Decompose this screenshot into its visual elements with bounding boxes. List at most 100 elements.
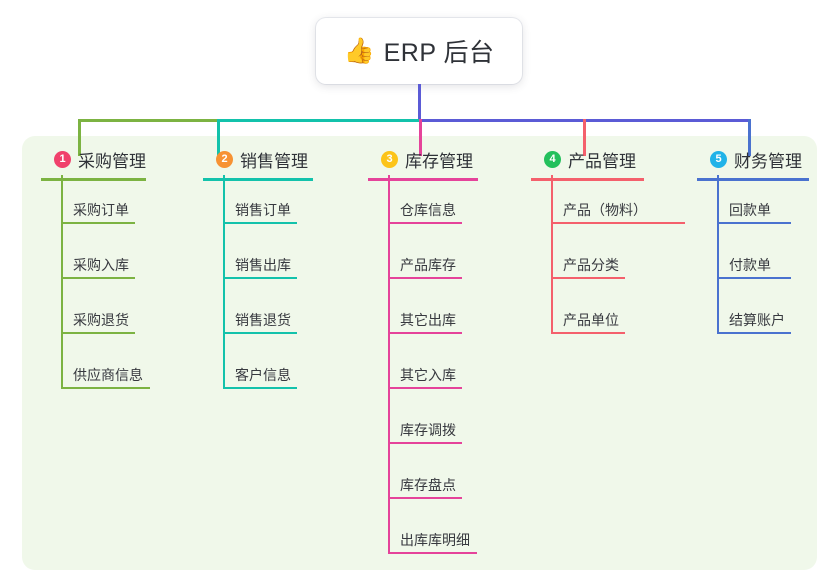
branch-item-list: 产品（物料） 产品分类产品单位 bbox=[531, 175, 685, 340]
branch-spine-line bbox=[61, 175, 63, 389]
branch-item[interactable]: 付款单 bbox=[697, 230, 802, 285]
branch-label: 产品管理 bbox=[568, 151, 636, 171]
connector-drop-3 bbox=[419, 119, 422, 156]
branch-item-label: 采购订单 bbox=[73, 202, 129, 218]
branch-item[interactable]: 销售订单 bbox=[203, 175, 308, 230]
branch-item-underline bbox=[61, 332, 135, 334]
branch-item-label: 产品单位 bbox=[563, 312, 619, 328]
branch-item[interactable]: 库存盘点 bbox=[368, 450, 473, 505]
branch-item[interactable]: 其它入库 bbox=[368, 340, 473, 395]
branch-item[interactable]: 采购订单 bbox=[41, 175, 146, 230]
connector-bar-segment-2 bbox=[217, 119, 419, 122]
branch-item-underline bbox=[388, 442, 462, 444]
branch-item[interactable]: 其它出库 bbox=[368, 285, 473, 340]
connector-drop-5 bbox=[748, 119, 751, 156]
branch-item-list: 采购订单采购入库采购退货供应商信息 bbox=[41, 175, 150, 395]
branch-item[interactable]: 产品分类 bbox=[531, 230, 636, 285]
branch-underline bbox=[368, 178, 478, 181]
branch-item-underline bbox=[717, 332, 791, 334]
branch-label: 库存管理 bbox=[405, 151, 473, 171]
branch-header-财务管理[interactable]: 5 财务管理 bbox=[697, 146, 809, 181]
branch-item-underline bbox=[61, 387, 150, 389]
branch-item-label: 采购入库 bbox=[73, 257, 129, 273]
branch-item[interactable]: 出库库明细 bbox=[368, 505, 477, 560]
branch-item-underline bbox=[223, 332, 297, 334]
connector-drop-1 bbox=[78, 119, 81, 156]
branch-item-list: 回款单付款单结算账户 bbox=[697, 175, 802, 340]
branch-label: 销售管理 bbox=[240, 151, 308, 171]
branch-item[interactable]: 仓库信息 bbox=[368, 175, 473, 230]
branch-item-label: 结算账户 bbox=[729, 312, 785, 328]
branch-underline bbox=[531, 178, 644, 181]
branch-item-label: 库存调拨 bbox=[400, 422, 456, 438]
branch-item-underline bbox=[223, 277, 297, 279]
branch-item-underline bbox=[388, 387, 462, 389]
branch-header-产品管理[interactable]: 4 产品管理 bbox=[531, 146, 644, 181]
branch-spine-line bbox=[388, 175, 390, 554]
branch-item-underline bbox=[61, 277, 135, 279]
root-node-erp-backend[interactable]: 👍 ERP 后台 bbox=[316, 18, 522, 84]
branch-item-underline bbox=[61, 222, 135, 224]
branch-spine-line bbox=[717, 175, 719, 334]
branch-item-underline bbox=[388, 222, 462, 224]
branch-column-库存管理: 3 库存管理仓库信息产品库存其它出库其它入库库存调拨库存盘点出库库明细 bbox=[368, 146, 478, 560]
branch-item-label: 库存盘点 bbox=[400, 477, 456, 493]
branch-number-badge: 3 bbox=[381, 150, 398, 168]
branch-item[interactable]: 供应商信息 bbox=[41, 340, 150, 395]
branch-item[interactable]: 销售出库 bbox=[203, 230, 308, 285]
connector-bar-segment-1 bbox=[78, 119, 217, 122]
branch-item[interactable]: 库存调拨 bbox=[368, 395, 473, 450]
branch-item[interactable]: 产品（物料） bbox=[531, 175, 685, 230]
branch-spine-line bbox=[223, 175, 225, 389]
branch-number-badge: 1 bbox=[54, 150, 71, 168]
branch-item-underline bbox=[388, 497, 462, 499]
branch-item[interactable]: 产品库存 bbox=[368, 230, 473, 285]
branch-item-underline bbox=[551, 277, 625, 279]
branch-item-underline bbox=[223, 387, 297, 389]
branch-underline bbox=[697, 178, 809, 181]
branch-underline bbox=[41, 178, 146, 181]
branch-number-badge: 4 bbox=[544, 150, 561, 168]
branch-item-underline bbox=[717, 222, 791, 224]
thumbs-up-icon: 👍 bbox=[343, 36, 375, 65]
branch-column-财务管理: 5 财务管理回款单付款单结算账户 bbox=[697, 146, 809, 340]
branch-item-label: 产品分类 bbox=[563, 257, 619, 273]
branch-spine-line bbox=[551, 175, 553, 334]
branch-item-underline bbox=[717, 277, 791, 279]
branch-item[interactable]: 回款单 bbox=[697, 175, 802, 230]
branch-label: 财务管理 bbox=[734, 151, 802, 171]
branch-item-label: 回款单 bbox=[729, 202, 771, 218]
branch-header-库存管理[interactable]: 3 库存管理 bbox=[368, 146, 478, 181]
branch-column-产品管理: 4 产品管理产品（物料） 产品分类产品单位 bbox=[531, 146, 685, 340]
branch-item-label: 销售订单 bbox=[235, 202, 291, 218]
connector-drop-4 bbox=[583, 119, 586, 156]
branch-item[interactable]: 产品单位 bbox=[531, 285, 636, 340]
branch-item-label: 销售出库 bbox=[235, 257, 291, 273]
branch-item-underline bbox=[551, 332, 625, 334]
branch-item[interactable]: 采购入库 bbox=[41, 230, 146, 285]
branch-item[interactable]: 客户信息 bbox=[203, 340, 308, 395]
branch-item-list: 仓库信息产品库存其它出库其它入库库存调拨库存盘点出库库明细 bbox=[368, 175, 477, 560]
branch-underline bbox=[203, 178, 313, 181]
branch-item[interactable]: 采购退货 bbox=[41, 285, 146, 340]
branch-item-label: 供应商信息 bbox=[73, 367, 143, 383]
branch-item-underline bbox=[388, 277, 462, 279]
branch-number-badge: 5 bbox=[710, 150, 727, 168]
branch-item-underline bbox=[223, 222, 297, 224]
branch-item-label: 产品库存 bbox=[400, 257, 456, 273]
branch-item-label: 付款单 bbox=[729, 257, 771, 273]
branch-item[interactable]: 结算账户 bbox=[697, 285, 802, 340]
branch-item-label: 其它入库 bbox=[400, 367, 456, 383]
branch-item-underline bbox=[388, 332, 462, 334]
branch-item-underline bbox=[388, 552, 477, 554]
connector-drop-2 bbox=[217, 119, 220, 156]
branch-item[interactable]: 销售退货 bbox=[203, 285, 308, 340]
trunk-line bbox=[418, 84, 421, 122]
branch-item-list: 销售订单销售出库销售退货客户信息 bbox=[203, 175, 308, 395]
branch-item-label: 产品（物料） bbox=[563, 202, 647, 218]
